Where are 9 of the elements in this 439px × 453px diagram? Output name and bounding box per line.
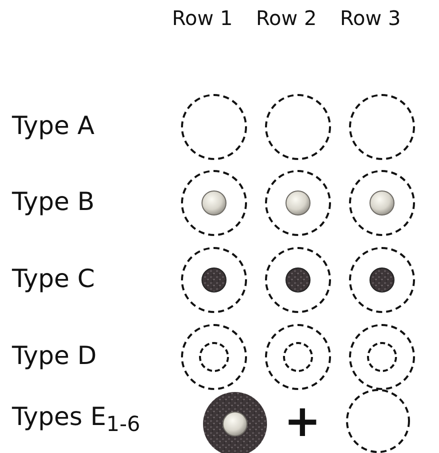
column-header: Row 1 <box>172 8 233 28</box>
row-label: Type A <box>12 113 94 138</box>
row-label: Types E$_{1-6}$ <box>12 404 140 435</box>
row-label: Type D <box>12 343 97 368</box>
row-label: Type B <box>12 189 95 214</box>
column-header: Row 2 <box>256 8 317 28</box>
plus-sign: + <box>284 400 321 444</box>
column-header: Row 3 <box>340 8 401 28</box>
row-label: Type C <box>12 266 95 291</box>
